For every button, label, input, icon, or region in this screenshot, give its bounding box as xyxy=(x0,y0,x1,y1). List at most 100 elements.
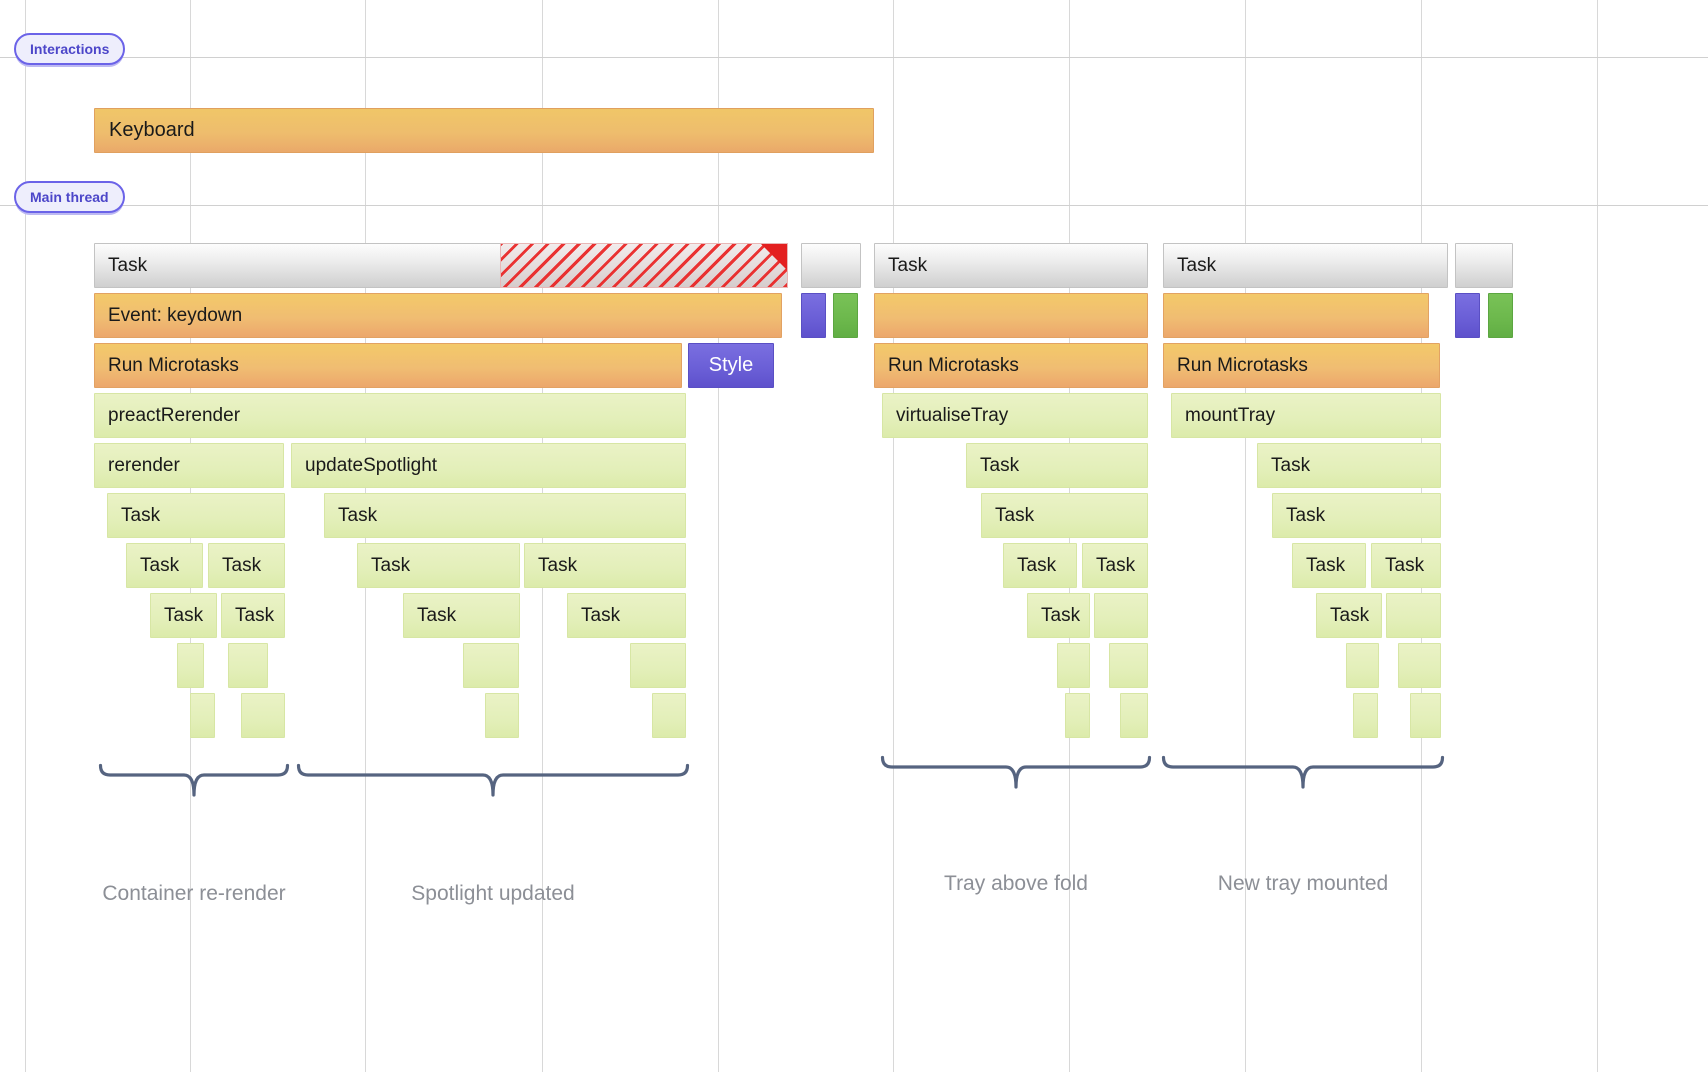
bar-label: Run Microtasks xyxy=(888,354,1019,376)
flame-bar-task-38[interactable]: Task xyxy=(567,593,686,638)
flame-bar-block-11[interactable] xyxy=(1488,293,1513,338)
flame-bar-task-37[interactable]: Task xyxy=(403,593,520,638)
flame-bar-block-8[interactable] xyxy=(874,293,1148,338)
flame-bar-block-40[interactable] xyxy=(1094,593,1148,638)
flame-bar-run-microtasks-15[interactable]: Run Microtasks xyxy=(1163,343,1440,388)
bar-label: Task xyxy=(164,604,204,626)
annotation-caption-new-tray-mounted: New tray mounted xyxy=(1217,872,1389,895)
flame-bar-task-24[interactable]: Task xyxy=(324,493,686,538)
flame-bar-task-27[interactable]: Task xyxy=(126,543,203,588)
bar-label: Task xyxy=(417,604,457,626)
bar-label: Task xyxy=(338,504,378,526)
bar-label: updateSpotlight xyxy=(305,454,438,476)
bar-label: Task xyxy=(1286,504,1326,526)
bar-label: Task xyxy=(108,254,148,276)
flame-bar-block-48[interactable] xyxy=(1109,643,1148,688)
bar-label: Event: keydown xyxy=(108,304,243,326)
track-pill-main-thread[interactable]: Main thread xyxy=(14,181,125,213)
flame-bar-preactrerender-16[interactable]: preactRerender xyxy=(94,393,686,438)
bar-label: Task xyxy=(121,504,161,526)
bar-label: mountTray xyxy=(1185,404,1276,426)
bar-label: virtualiseTray xyxy=(896,404,1009,426)
track-pill-main-thread-label: Main thread xyxy=(30,189,109,205)
bar-label: Task xyxy=(235,604,275,626)
flame-bar-block-45[interactable] xyxy=(463,643,519,688)
bar-label: Task xyxy=(140,554,180,576)
brace-tray-above-fold xyxy=(880,755,1152,791)
flame-bar-block-51[interactable] xyxy=(190,693,215,738)
flame-bar-block-7[interactable] xyxy=(833,293,858,338)
flame-bar-block-52[interactable] xyxy=(241,693,285,738)
flame-bar-task-21[interactable]: Task xyxy=(966,443,1148,488)
flame-bar-block-10[interactable] xyxy=(1455,293,1480,338)
flame-bar-block-53[interactable] xyxy=(485,693,519,738)
flame-bar-block-9[interactable] xyxy=(1163,293,1429,338)
flame-bar-run-microtasks-14[interactable]: Run Microtasks xyxy=(874,343,1148,388)
brace-spotlight-updated xyxy=(296,763,690,799)
flame-bar-task-29[interactable]: Task xyxy=(357,543,520,588)
annotation-caption-container-re-render: Container re-render xyxy=(102,882,286,905)
flame-bar-event-keydown-5[interactable]: Event: keydown xyxy=(94,293,782,338)
bar-label: Task xyxy=(1177,254,1217,276)
annotation-caption-spotlight-updated: Spotlight updated xyxy=(411,882,575,905)
flame-bar-task-22[interactable]: Task xyxy=(1257,443,1441,488)
flame-bar-task-36[interactable]: Task xyxy=(221,593,285,638)
bar-label: Task xyxy=(1330,604,1370,626)
flame-bar-task-35[interactable]: Task xyxy=(150,593,217,638)
flame-bar-task-30[interactable]: Task xyxy=(524,543,686,588)
flame-bar-task-23[interactable]: Task xyxy=(107,493,285,538)
flame-bar-mounttray-18[interactable]: mountTray xyxy=(1171,393,1441,438)
flame-bar-task-3[interactable]: Task xyxy=(1163,243,1448,288)
flame-bar-task-31[interactable]: Task xyxy=(1003,543,1077,588)
gridline-7 xyxy=(1245,0,1246,1072)
track-pill-interactions-label: Interactions xyxy=(30,41,110,57)
flame-bar-block-44[interactable] xyxy=(228,643,268,688)
flame-bar-task-41[interactable]: Task xyxy=(1316,593,1382,638)
bar-label: preactRerender xyxy=(108,404,241,426)
bar-label: Task xyxy=(581,604,621,626)
flame-bar-virtualisetray-17[interactable]: virtualiseTray xyxy=(882,393,1148,438)
bar-label: Task xyxy=(1017,554,1057,576)
flame-bar-block-1[interactable] xyxy=(801,243,861,288)
gridline-9 xyxy=(1597,0,1598,1072)
flame-bar-block-58[interactable] xyxy=(1410,693,1441,738)
flame-bar-run-microtasks-12[interactable]: Run Microtasks xyxy=(94,343,682,388)
flame-bar-style-13[interactable]: Style xyxy=(688,343,774,388)
track-rule-1 xyxy=(0,205,1708,206)
flame-bar-task-26[interactable]: Task xyxy=(1272,493,1441,538)
flame-bar-block-49[interactable] xyxy=(1346,643,1379,688)
flame-bar-block-57[interactable] xyxy=(1353,693,1378,738)
long-task-triangle-icon xyxy=(761,244,787,270)
long-task-hatch[interactable] xyxy=(500,243,788,288)
brace-container-re-render xyxy=(98,763,290,799)
flame-bar-block-43[interactable] xyxy=(177,643,204,688)
flame-bar-block-4[interactable] xyxy=(1455,243,1513,288)
flame-bar-block-42[interactable] xyxy=(1386,593,1441,638)
flame-bar-task-32[interactable]: Task xyxy=(1082,543,1148,588)
flame-bar-block-50[interactable] xyxy=(1398,643,1441,688)
track-pill-interactions[interactable]: Interactions xyxy=(14,33,126,65)
flame-bar-task-25[interactable]: Task xyxy=(981,493,1148,538)
gridline-4 xyxy=(718,0,719,1072)
interaction-entry-keyboard-0[interactable]: Keyboard xyxy=(94,108,874,153)
flame-bar-block-46[interactable] xyxy=(630,643,686,688)
flame-bar-updatespotlight-20[interactable]: updateSpotlight xyxy=(291,443,686,488)
bar-label: Task xyxy=(538,554,578,576)
brace-new-tray-mounted xyxy=(1161,755,1445,791)
flame-bar-task-33[interactable]: Task xyxy=(1292,543,1366,588)
gridline-0 xyxy=(25,0,26,1072)
flame-bar-rerender-19[interactable]: rerender xyxy=(94,443,284,488)
flame-bar-block-6[interactable] xyxy=(801,293,826,338)
flame-bar-task-2[interactable]: Task xyxy=(874,243,1148,288)
flame-bar-task-34[interactable]: Task xyxy=(1371,543,1441,588)
flame-bar-block-54[interactable] xyxy=(652,693,686,738)
gridline-5 xyxy=(893,0,894,1072)
bar-label: Style xyxy=(708,354,754,376)
flame-bar-block-47[interactable] xyxy=(1057,643,1090,688)
flame-bar-task-28[interactable]: Task xyxy=(208,543,285,588)
flame-bar-block-55[interactable] xyxy=(1065,693,1090,738)
flame-bar-block-56[interactable] xyxy=(1120,693,1148,738)
flame-bar-task-39[interactable]: Task xyxy=(1027,593,1090,638)
bar-label: Keyboard xyxy=(109,119,195,141)
